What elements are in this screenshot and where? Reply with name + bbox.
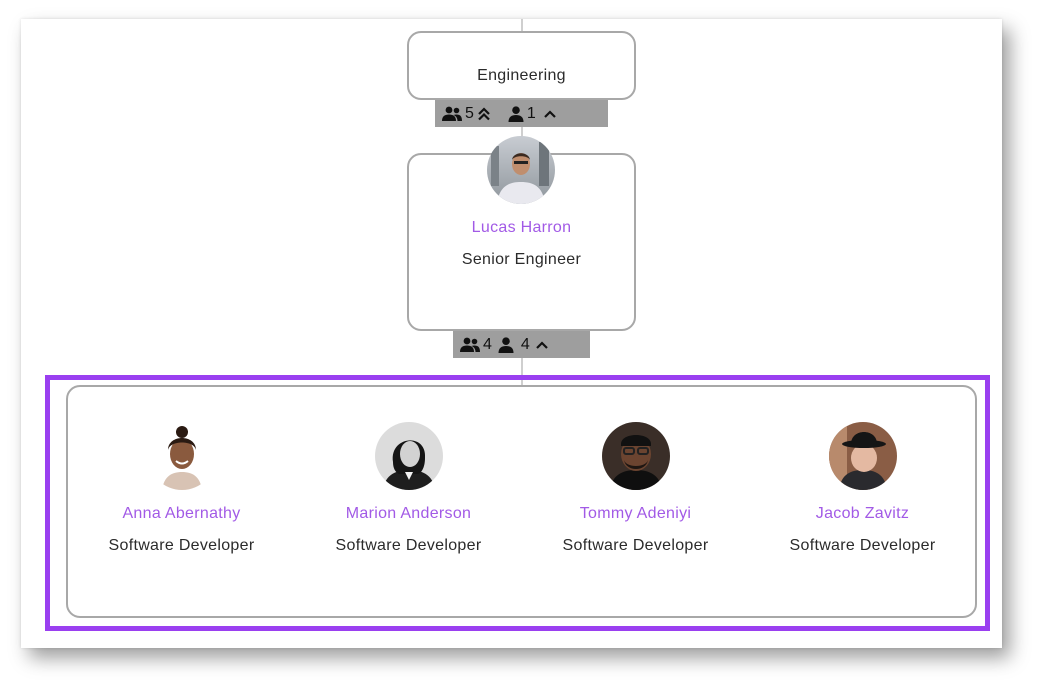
department-title: Engineering — [477, 67, 566, 84]
team-member-card[interactable]: Tommy Adeniyi Software Developer — [522, 387, 749, 620]
group-icon — [459, 337, 481, 353]
manager-people-count: 4 — [520, 335, 530, 353]
member-name[interactable]: Jacob Zavitz — [815, 505, 910, 522]
team-card: Anna Abernathy Software Developer Marion… — [66, 385, 977, 618]
member-role: Software Developer — [108, 537, 255, 554]
department-stats-bar: 5 1 — [435, 100, 608, 127]
member-name[interactable]: Tommy Adeniyi — [579, 505, 692, 522]
member-avatar — [148, 422, 216, 490]
manager-teams-toggle[interactable]: 4 — [459, 336, 495, 354]
group-icon — [441, 106, 463, 122]
member-name[interactable]: Marion Anderson — [345, 505, 472, 522]
chevron-up-icon[interactable] — [535, 337, 549, 353]
manager-teams-count: 4 — [483, 335, 492, 353]
member-avatar — [375, 422, 443, 490]
org-chart-canvas: Engineering 5 — [21, 19, 1002, 648]
chevron-up-icon[interactable] — [543, 106, 557, 122]
department-card[interactable]: Engineering — [407, 31, 636, 100]
member-role: Software Developer — [789, 537, 936, 554]
member-avatar — [829, 422, 897, 490]
person-icon — [497, 336, 515, 353]
connector-line-manager-team — [521, 331, 523, 385]
manager-stats-bar: 4 4 — [453, 331, 590, 358]
manager-name[interactable]: Lucas Harron — [471, 219, 572, 236]
member-role: Software Developer — [562, 537, 709, 554]
manager-role: Senior Engineer — [461, 251, 582, 268]
manager-people-toggle[interactable]: 4 — [497, 336, 549, 354]
team-member-card[interactable]: Marion Anderson Software Developer — [295, 387, 522, 620]
department-people-count: 1 — [526, 104, 536, 122]
member-name[interactable]: Anna Abernathy — [122, 505, 241, 522]
department-teams-toggle[interactable]: 5 — [441, 105, 491, 123]
double-chevron-up-icon[interactable] — [477, 106, 491, 122]
manager-avatar — [487, 136, 555, 204]
member-role: Software Developer — [335, 537, 482, 554]
team-highlight-frame — [45, 375, 990, 631]
department-teams-count: 5 — [465, 104, 474, 122]
member-avatar — [602, 422, 670, 490]
connector-line-top — [521, 19, 523, 31]
team-member-card[interactable]: Jacob Zavitz Software Developer — [749, 387, 976, 620]
department-people-toggle[interactable]: 1 — [507, 105, 557, 123]
team-member-card[interactable]: Anna Abernathy Software Developer — [68, 387, 295, 620]
person-icon — [507, 105, 525, 122]
